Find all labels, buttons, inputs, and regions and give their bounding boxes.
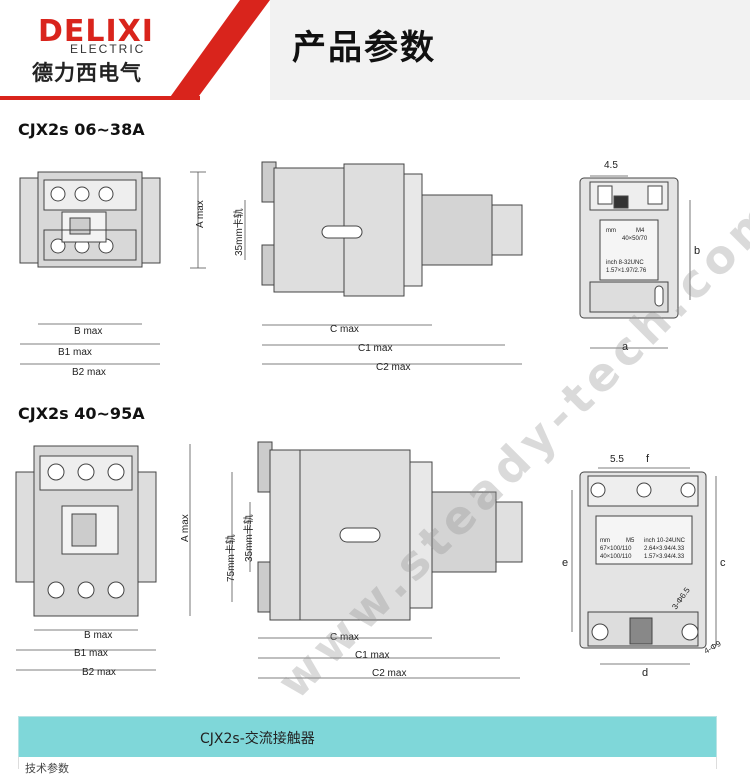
brand-name-en: DELIXI xyxy=(38,14,154,49)
plate2-mm: mm xyxy=(600,538,610,544)
drawings-40-95: A max B max B1 max B2 max 75mm卡轨 35mm卡轨 … xyxy=(15,441,726,679)
dim-e: e xyxy=(562,557,568,569)
brand-name-cn: 德力西电气 xyxy=(32,61,142,85)
plate-m4: M4 xyxy=(636,228,645,234)
dim-c2-max: C2 max xyxy=(376,362,410,373)
dim-a-max: A max xyxy=(195,200,206,228)
dim-c-max: C max xyxy=(330,324,359,335)
dim-b1-max-2: B1 max xyxy=(74,648,108,659)
dim-b-max-2: B max xyxy=(84,630,112,641)
dim-a-max-2: A max xyxy=(180,514,191,542)
page-header: DELIXI ELECTRIC 德力西电气 产品参数 xyxy=(0,0,750,100)
dim-c2-max-2: C2 max xyxy=(372,668,406,679)
dim-b2-max: B2 max xyxy=(72,367,106,378)
section-title-06-38: CJX2s 06~38A xyxy=(18,120,145,139)
logo-red-band xyxy=(0,0,270,100)
dim-5-5: 5.5 xyxy=(610,454,624,465)
brand-logo: DELIXI ELECTRIC 德力西电气 xyxy=(0,0,270,100)
dim-b2-max-2: B2 max xyxy=(82,667,116,678)
spec-row-label: 技术参数 xyxy=(25,762,69,775)
drawings-06-38: A max B max B1 max B2 max 35mm卡轨 C max C… xyxy=(19,160,700,378)
side-view-40-95 xyxy=(257,441,523,621)
dim-c-back: c xyxy=(720,557,726,569)
plate-mm: mm xyxy=(606,228,616,234)
dim-b-back: b xyxy=(694,245,700,257)
page-title: 产品参数 xyxy=(292,28,436,68)
dim-f: f xyxy=(646,453,650,465)
plate2-r1: 67×100/110 xyxy=(600,546,632,552)
plate-inch-range: 1.57×1.97/2.76 xyxy=(606,268,647,274)
side-view-06-38 xyxy=(261,161,523,297)
brand-subtitle: ELECTRIC xyxy=(70,42,146,56)
front-view-06-38 xyxy=(19,171,161,268)
dim-4-5: 4.5 xyxy=(604,160,618,171)
dim-c1-max: C1 max xyxy=(358,343,392,354)
plate2-m5: M5 xyxy=(626,538,635,544)
plate2-r2b: 1.57×3.94/4.33 xyxy=(644,554,685,560)
front-view-40-95 xyxy=(15,445,157,617)
plate-inch: inch 8-32UNC xyxy=(606,260,644,266)
section-title-40-95: CJX2s 40~95A xyxy=(18,404,145,423)
dim-rail-35-2: 35mm卡轨 xyxy=(242,514,255,562)
dim-rail-75: 75mm卡轨 xyxy=(224,534,237,582)
dim-d: d xyxy=(642,667,648,679)
dim-rail-35: 35mm卡轨 xyxy=(232,208,245,256)
plate-range: 40×50/70 xyxy=(622,236,648,242)
plate2-r1b: 2.64×3.94/4.33 xyxy=(644,546,685,552)
plate2-r2: 40×100/110 xyxy=(600,554,632,560)
back-view-06-38 xyxy=(579,177,679,319)
spec-table-header: CJX2s-交流接触器 xyxy=(18,716,717,758)
dim-c-max-2: C max xyxy=(330,632,359,643)
spec-table-row: 技术参数 xyxy=(18,757,717,775)
back-view-40-95 xyxy=(579,471,707,649)
dim-a-back: a xyxy=(622,341,629,353)
spec-table-title: CJX2s-交流接触器 xyxy=(200,731,315,747)
plate2-inch: inch 10-24UNC xyxy=(644,538,686,544)
dim-b1-max: B1 max xyxy=(58,347,92,358)
dim-b-max: B max xyxy=(74,326,102,337)
dim-c1-max-2: C1 max xyxy=(355,650,389,661)
